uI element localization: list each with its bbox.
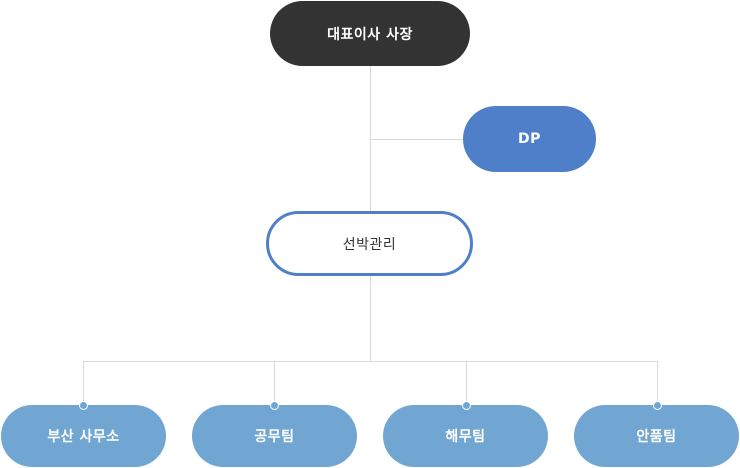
connector-dot	[79, 401, 88, 410]
team-label: 부산 사무소	[47, 429, 120, 445]
connector-dot	[653, 401, 662, 410]
dp-label: DP	[518, 131, 541, 147]
dp-node: DP	[463, 106, 596, 172]
connector-ship-to-teams	[370, 276, 371, 361]
ship-management-label: 선박관리	[342, 236, 397, 253]
team-label: 공무팀	[254, 429, 295, 445]
team-node-safety: 안품팀	[574, 405, 739, 467]
ship-management-node: 선박관리	[266, 211, 473, 276]
ceo-node: 대표이사 사장	[270, 1, 470, 66]
connector-team-safety	[657, 361, 658, 405]
connector-team-marine	[466, 361, 467, 405]
connector-team-engineering	[274, 361, 275, 405]
ceo-label: 대표이사 사장	[327, 26, 413, 43]
connector-team-busan	[83, 361, 84, 405]
team-label: 안품팀	[636, 429, 677, 445]
connector-dot	[270, 401, 279, 410]
connector-teams-horizontal	[83, 361, 658, 362]
team-node-marine: 해무팀	[383, 405, 548, 467]
team-node-busan-office: 부산 사무소	[1, 405, 166, 467]
connector-dot	[462, 401, 471, 410]
connector-to-dp	[370, 139, 463, 140]
team-node-engineering: 공무팀	[192, 405, 357, 467]
team-label: 해무팀	[445, 429, 486, 445]
connector-ceo-to-ship	[370, 66, 371, 211]
